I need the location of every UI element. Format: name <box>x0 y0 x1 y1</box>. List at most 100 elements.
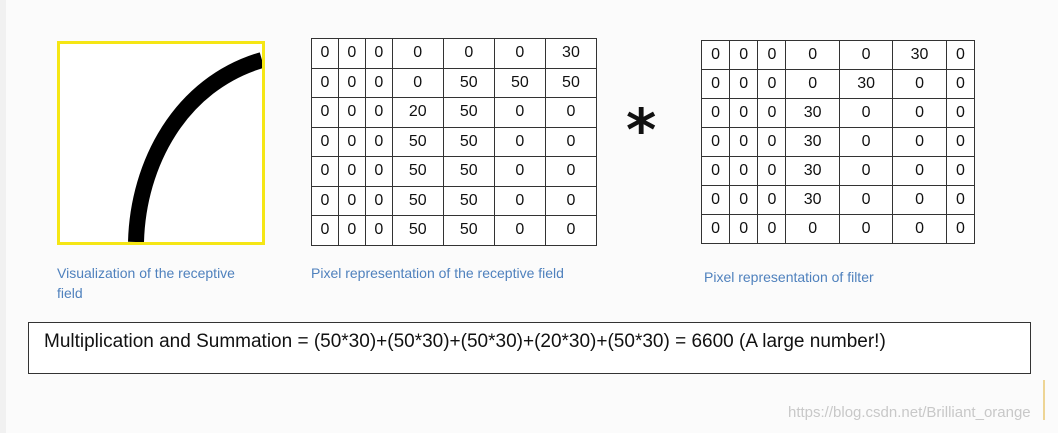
matrix-cell: 0 <box>364 67 393 98</box>
matrix-cell: 50 <box>442 126 495 157</box>
matrix-cell: 0 <box>757 69 787 99</box>
matrix-cell: 0 <box>337 215 366 246</box>
matrix-cell: 0 <box>442 38 495 69</box>
matrix-cell: 0 <box>337 67 366 98</box>
matrix-cell: 0 <box>493 156 546 187</box>
matrix-cell: 50 <box>442 215 495 246</box>
matrix-cell: 50 <box>391 126 444 157</box>
matrix-cell: 0 <box>729 185 759 215</box>
convolution-operator: * <box>626 96 657 164</box>
matrix-cell: 0 <box>757 214 787 244</box>
matrix-cell: 0 <box>337 126 366 157</box>
left-edge <box>0 0 6 433</box>
matrix-cell: 0 <box>364 215 393 246</box>
matrix-cell: 0 <box>700 214 731 244</box>
matrix-cell: 30 <box>785 98 840 128</box>
matrix-cell: 0 <box>364 38 393 69</box>
matrix-cell: 0 <box>785 69 840 99</box>
matrix-cell: 0 <box>544 185 598 216</box>
matrix-cell: 0 <box>838 40 894 70</box>
matrix-cell: 0 <box>700 98 731 128</box>
matrix-cell: 50 <box>493 67 546 98</box>
matrix-cell: 0 <box>729 69 759 99</box>
matrix-cell: 0 <box>945 40 976 70</box>
matrix-cell: 30 <box>785 156 840 186</box>
matrix-cell: 50 <box>442 97 495 128</box>
matrix-cell: 0 <box>544 97 598 128</box>
receptive-field-visualization <box>57 41 265 245</box>
matrix-cell: 0 <box>700 40 731 70</box>
matrix-cell: 0 <box>838 156 894 186</box>
matrix-cell: 0 <box>337 38 366 69</box>
matrix-cell: 50 <box>391 215 444 246</box>
matrix-cell: 0 <box>493 126 546 157</box>
matrix-cell: 0 <box>757 98 787 128</box>
matrix-cell: 0 <box>892 185 947 215</box>
matrix-cell: 0 <box>364 97 393 128</box>
matrix-cell: 0 <box>945 156 976 186</box>
matrix-cell: 50 <box>544 67 598 98</box>
formula-text: Multiplication and Summation = (50*30)+(… <box>44 331 886 352</box>
matrix-cell: 0 <box>838 185 894 215</box>
matrix-cell: 0 <box>945 69 976 99</box>
matrix-cell: 30 <box>838 69 894 99</box>
matrix-cell: 0 <box>700 69 731 99</box>
matrix-cell: 0 <box>493 185 546 216</box>
matrix-cell: 30 <box>892 40 947 70</box>
receptive-field-caption: Pixel representation of the receptive fi… <box>311 265 564 281</box>
matrix-cell: 0 <box>757 40 787 70</box>
matrix-cell: 0 <box>311 38 339 69</box>
matrix-cell: 0 <box>838 214 894 244</box>
matrix-cell: 30 <box>544 38 598 69</box>
matrix-cell: 0 <box>700 185 731 215</box>
matrix-cell: 0 <box>311 215 339 246</box>
matrix-cell: 0 <box>700 127 731 157</box>
matrix-cell: 0 <box>729 156 759 186</box>
matrix-cell: 0 <box>391 38 444 69</box>
matrix-cell: 0 <box>311 97 339 128</box>
matrix-cell: 0 <box>892 127 947 157</box>
formula-box: Multiplication and Summation = (50*30)+(… <box>28 322 1031 374</box>
matrix-cell: 0 <box>364 185 393 216</box>
matrix-cell: 0 <box>337 156 366 187</box>
matrix-cell: 0 <box>700 156 731 186</box>
filter-caption: Pixel representation of filter <box>704 269 874 285</box>
matrix-cell: 0 <box>311 67 339 98</box>
matrix-cell: 50 <box>442 67 495 98</box>
matrix-cell: 0 <box>757 156 787 186</box>
matrix-cell: 0 <box>757 127 787 157</box>
matrix-cell: 0 <box>544 156 598 187</box>
matrix-cell: 0 <box>785 40 840 70</box>
matrix-cell: 0 <box>729 214 759 244</box>
matrix-cell: 50 <box>442 156 495 187</box>
matrix-cell: 0 <box>391 67 444 98</box>
matrix-cell: 0 <box>729 40 759 70</box>
matrix-cell: 0 <box>311 126 339 157</box>
matrix-cell: 0 <box>757 185 787 215</box>
matrix-cell: 0 <box>544 215 598 246</box>
matrix-cell: 0 <box>838 127 894 157</box>
matrix-cell: 0 <box>493 215 546 246</box>
matrix-cell: 30 <box>785 127 840 157</box>
matrix-cell: 0 <box>945 214 976 244</box>
matrix-cell: 0 <box>311 156 339 187</box>
matrix-cell: 0 <box>945 98 976 128</box>
matrix-cell: 30 <box>785 185 840 215</box>
matrix-cell: 0 <box>544 126 598 157</box>
matrix-cell: 0 <box>892 98 947 128</box>
visualization-caption: Visualization of the receptive field <box>57 265 235 301</box>
matrix-cell: 50 <box>391 156 444 187</box>
matrix-cell: 0 <box>945 127 976 157</box>
